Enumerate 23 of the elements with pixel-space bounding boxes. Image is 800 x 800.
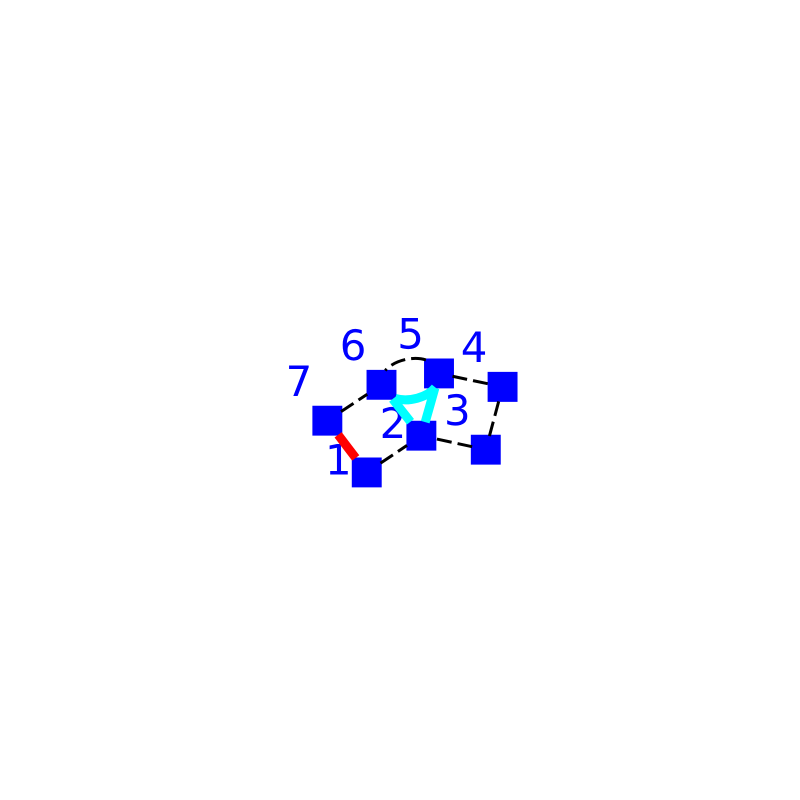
node-label: 5 — [397, 309, 424, 358]
node-box — [406, 420, 436, 450]
connector — [434, 436, 472, 448]
node-box — [312, 405, 342, 436]
connector — [488, 400, 500, 436]
node-label: 7 — [286, 356, 312, 406]
connector — [340, 392, 368, 412]
node-box — [424, 358, 454, 388]
connector — [389, 396, 414, 424]
connector — [384, 356, 426, 372]
node-box — [366, 369, 396, 400]
node-box — [488, 371, 518, 402]
node-label: 6 — [340, 320, 366, 370]
node-label: 3 — [444, 385, 471, 434]
connector — [394, 384, 439, 404]
node-box — [352, 457, 382, 487]
node-box — [470, 434, 501, 464]
node-label: 1 — [325, 435, 352, 484]
connector — [334, 432, 360, 460]
connector — [452, 374, 490, 385]
connector — [420, 386, 440, 423]
connector — [380, 444, 408, 464]
node-label: 4 — [460, 322, 488, 372]
